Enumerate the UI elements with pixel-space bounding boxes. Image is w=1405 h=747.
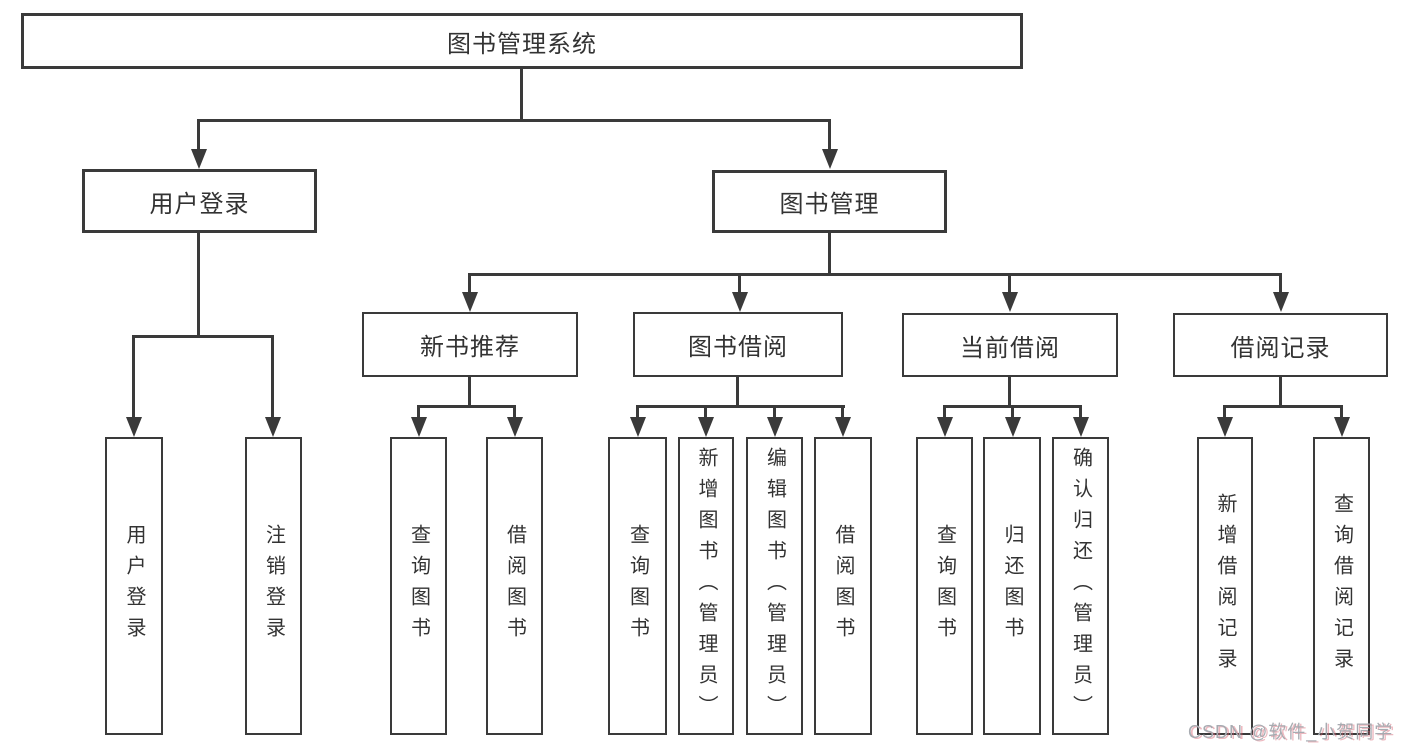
- node-br-add-record-label: 新增借阅记录: [1214, 493, 1236, 679]
- node-cb-query-book: 查询图书: [916, 437, 973, 735]
- arrowhead-icon: [507, 417, 523, 437]
- connector-line: [197, 233, 200, 335]
- arrowhead-icon: [937, 417, 953, 437]
- node-root-label: 图书管理系统: [447, 30, 597, 58]
- node-leaf-logout-label: 注销登录: [262, 524, 285, 648]
- node-bb-add-book-label: 新增图书（管理员）: [695, 446, 717, 726]
- arrowhead-icon: [1002, 292, 1018, 312]
- connector-line: [636, 405, 639, 419]
- node-current-borrow: 当前借阅: [902, 313, 1118, 377]
- arrowhead-icon: [767, 417, 783, 437]
- connector-line: [1008, 273, 1011, 294]
- connector-line: [636, 405, 845, 408]
- connector-line: [1279, 377, 1282, 405]
- node-cb-return-book-label: 归还图书: [1001, 524, 1023, 648]
- node-user-login: 用户登录: [82, 169, 317, 233]
- connector-line: [773, 405, 776, 419]
- connector-line: [513, 405, 516, 419]
- connector-line: [828, 119, 831, 151]
- node-leaf-user-login-label: 用户登录: [123, 524, 145, 648]
- connector-line: [417, 405, 516, 408]
- arrowhead-icon: [698, 417, 714, 437]
- node-bb-edit-book: 编辑图书（管理员）: [746, 437, 803, 735]
- node-new-book-rec: 新书推荐: [362, 312, 578, 377]
- connector-line: [841, 405, 844, 419]
- node-new-book-rec-label: 新书推荐: [420, 334, 520, 361]
- node-borrow-record-label: 借阅记录: [1230, 334, 1331, 362]
- node-borrow-record: 借阅记录: [1173, 313, 1388, 377]
- connector-line: [1079, 405, 1082, 419]
- node-br-query-record: 查询借阅记录: [1313, 437, 1370, 735]
- connector-line: [468, 377, 471, 405]
- node-bb-add-book: 新增图书（管理员）: [678, 437, 734, 735]
- connector-line: [1279, 273, 1282, 294]
- connector-line: [417, 405, 420, 419]
- arrowhead-icon: [630, 417, 646, 437]
- node-leaf-logout: 注销登录: [245, 437, 302, 735]
- node-current-borrow-label: 当前借阅: [960, 334, 1060, 362]
- node-br-add-record: 新增借阅记录: [1197, 437, 1253, 735]
- arrowhead-icon: [411, 417, 427, 437]
- arrowhead-icon: [1005, 417, 1021, 437]
- node-nb-query-book-label: 查询图书: [407, 524, 430, 648]
- arrowhead-icon: [462, 292, 478, 312]
- arrowhead-icon: [835, 417, 851, 437]
- connector-line: [197, 119, 831, 122]
- node-bb-edit-book-label: 编辑图书（管理员）: [763, 446, 786, 726]
- node-cb-confirm-return: 确认归还（管理员）: [1052, 437, 1109, 735]
- arrowhead-icon: [1217, 417, 1233, 437]
- node-book-mgmt: 图书管理: [712, 170, 947, 233]
- node-book-mgmt-label: 图书管理: [779, 191, 880, 218]
- node-leaf-user-login: 用户登录: [105, 437, 163, 735]
- node-bb-borrow-book-label: 借阅图书: [832, 524, 854, 648]
- connector-line: [468, 273, 471, 294]
- node-book-borrow-label: 图书借阅: [688, 334, 788, 361]
- connector-line: [1011, 405, 1014, 419]
- connector-line: [1008, 377, 1011, 405]
- node-root: 图书管理系统: [21, 13, 1023, 69]
- connector-line: [736, 377, 739, 405]
- arrowhead-icon: [1073, 417, 1089, 437]
- connector-line: [520, 69, 523, 119]
- node-br-query-record-label: 查询借阅记录: [1330, 493, 1353, 679]
- arrowhead-icon: [1334, 417, 1350, 437]
- arrowhead-icon: [732, 292, 748, 312]
- arrowhead-icon: [822, 149, 838, 169]
- connector-line: [132, 335, 135, 419]
- watermark: CSDN @软件_小贺同学: [1188, 722, 1394, 742]
- connector-line: [1223, 405, 1343, 408]
- node-nb-borrow-book: 借阅图书: [486, 437, 543, 735]
- connector-line: [943, 405, 946, 419]
- node-nb-borrow-book-label: 借阅图书: [503, 524, 526, 648]
- node-bb-query-book-label: 查询图书: [626, 524, 649, 648]
- connector-line: [1223, 405, 1226, 419]
- node-cb-confirm-return-label: 确认归还（管理员）: [1069, 446, 1092, 726]
- arrowhead-icon: [126, 417, 142, 437]
- connector-line: [738, 273, 741, 294]
- node-book-borrow: 图书借阅: [633, 312, 843, 377]
- node-cb-query-book-label: 查询图书: [933, 524, 956, 648]
- connector-line: [1340, 405, 1343, 419]
- connector-line: [271, 335, 274, 419]
- node-user-login-label: 用户登录: [149, 190, 250, 218]
- node-cb-return-book: 归还图书: [983, 437, 1041, 735]
- connector-line: [468, 273, 1282, 276]
- node-nb-query-book: 查询图书: [390, 437, 447, 735]
- node-bb-borrow-book: 借阅图书: [814, 437, 872, 735]
- connector-line: [828, 233, 831, 273]
- node-bb-query-book: 查询图书: [608, 437, 667, 735]
- arrowhead-icon: [265, 417, 281, 437]
- connector-line: [704, 405, 707, 419]
- arrowhead-icon: [191, 149, 207, 169]
- arrowhead-icon: [1273, 292, 1289, 312]
- connector-line: [132, 335, 274, 338]
- connector-line: [197, 119, 200, 151]
